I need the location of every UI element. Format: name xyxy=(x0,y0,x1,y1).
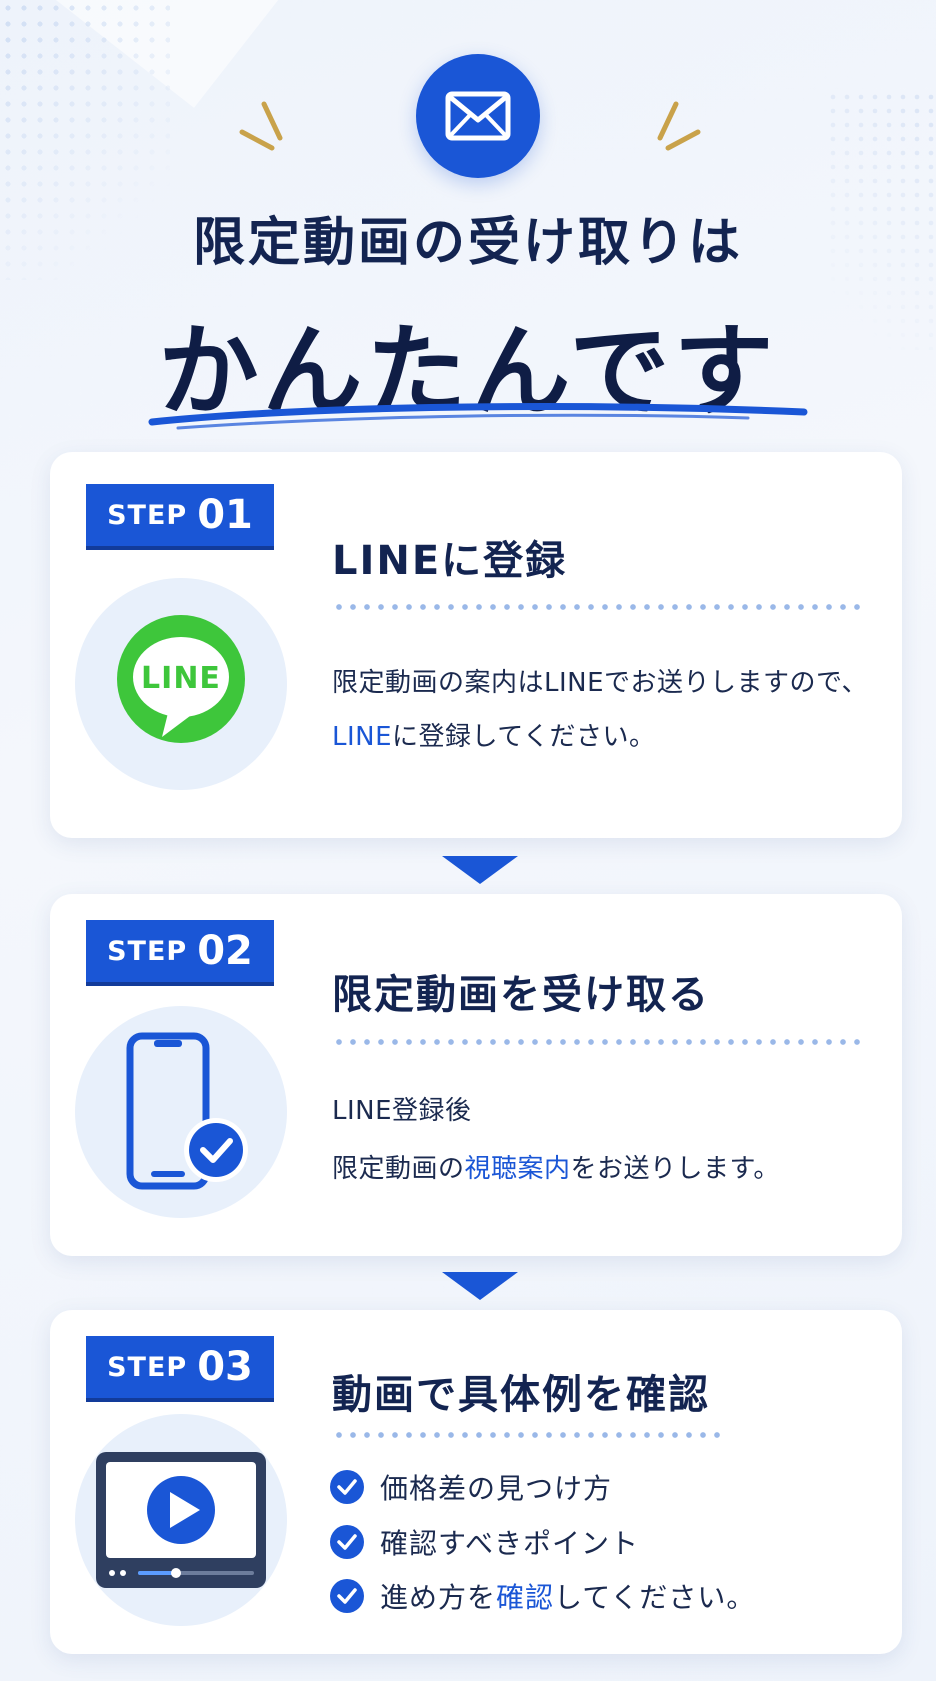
checklist-item-3: 進め方を確認してください。 xyxy=(330,1576,755,1616)
step-badge-1: STEP 01 xyxy=(86,484,274,546)
video-player-icon xyxy=(96,1452,266,1588)
checklist-text-highlight: 確認 xyxy=(496,1581,555,1614)
step2-text-post: をお送りします。 xyxy=(570,1154,780,1184)
sparkle-right-icon xyxy=(657,101,701,151)
check-icon xyxy=(330,1470,364,1504)
line-logo-text: LINE xyxy=(141,661,221,696)
step1-icon-circle: LINE xyxy=(75,578,287,790)
step-badge-2: STEP 02 xyxy=(86,920,274,982)
step1-text-line2: LINEに登録してください。 xyxy=(332,716,655,753)
step-badge-3: STEP 03 xyxy=(86,1336,274,1398)
dot-pattern-left xyxy=(0,0,170,280)
step3-icon-circle xyxy=(75,1414,287,1626)
step-badge-label: STEP xyxy=(107,499,188,531)
checklist-item-1: 価格差の見つけ方 xyxy=(330,1467,612,1507)
step-badge-label: STEP xyxy=(107,935,188,967)
step-arrow-1 xyxy=(442,856,518,884)
step3-divider xyxy=(332,1432,722,1438)
dot-pattern-right xyxy=(826,90,936,350)
step3-title: 動画で具体例を確認 xyxy=(332,1372,710,1418)
step2-text-line1: LINE登録後 xyxy=(332,1096,472,1126)
step-badge-number: 03 xyxy=(197,1344,253,1390)
step-arrow-2 xyxy=(442,1272,518,1300)
step1-text-line1: 限定動画の案内はLINEでお送りしますので、 xyxy=(332,668,868,698)
line-logo-icon: LINE xyxy=(110,613,252,755)
smartphone-check-icon xyxy=(126,1032,248,1190)
check-icon xyxy=(330,1525,364,1559)
step1-divider xyxy=(332,604,868,610)
step2-divider xyxy=(332,1039,868,1045)
sparkle-left-icon xyxy=(239,101,283,151)
step1-title: LINEに登録 xyxy=(332,538,568,584)
checklist-item-2: 確認すべきポイント xyxy=(330,1522,639,1562)
step-badge-number: 01 xyxy=(197,492,253,538)
step2-text-pre: 限定動画の xyxy=(332,1154,465,1184)
step2-text-highlight: 視聴案内 xyxy=(464,1154,571,1184)
step1-text-highlight: LINE xyxy=(332,722,393,752)
checklist-text-post: してください。 xyxy=(554,1581,756,1614)
step2-text-line2: 限定動画の視聴案内をお送りします。 xyxy=(332,1148,780,1185)
step1-text-rest: に登録してください。 xyxy=(392,722,656,752)
step2-title: 限定動画を受け取る xyxy=(332,972,710,1018)
step-badge-label: STEP xyxy=(107,1351,188,1383)
step-badge-number: 02 xyxy=(197,928,253,974)
checklist-text: 確認すべきポイント xyxy=(380,1527,640,1560)
checklist-text: 進め方を確認してください。 xyxy=(380,1576,755,1616)
checklist-text: 価格差の見つけ方 xyxy=(380,1472,613,1505)
step2-icon-circle xyxy=(75,1006,287,1218)
check-icon xyxy=(330,1579,364,1613)
checklist-text-pre: 進め方を xyxy=(380,1581,497,1614)
envelope-icon xyxy=(416,54,540,178)
title-underline xyxy=(148,403,808,430)
page-title-line1: 限定動画の受け取りは xyxy=(192,213,743,273)
